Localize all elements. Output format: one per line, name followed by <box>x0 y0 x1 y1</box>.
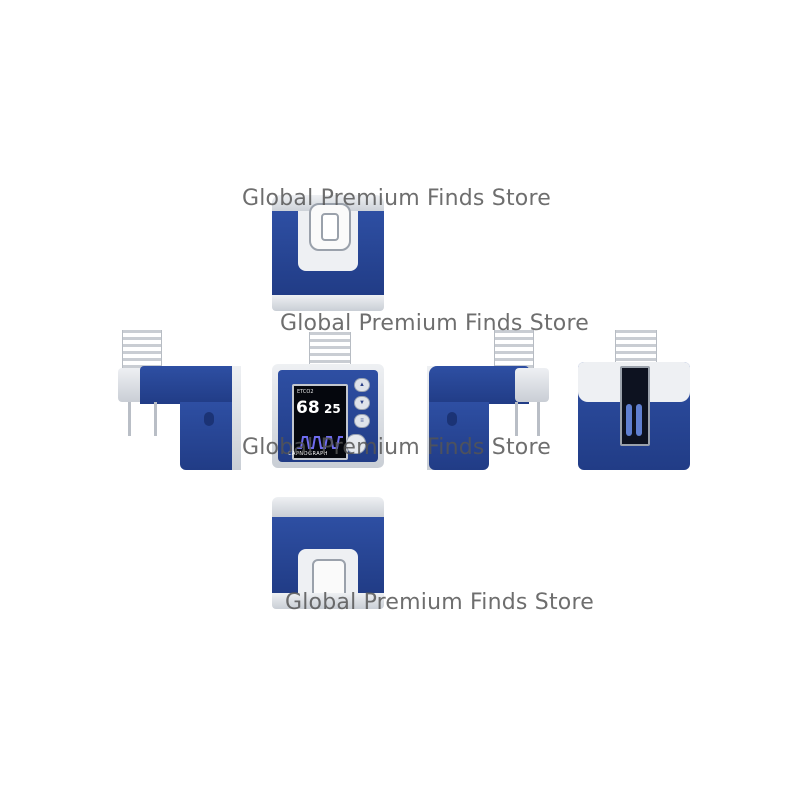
watermark-text: Global Premium Finds Store <box>285 590 594 615</box>
right-view-button <box>447 412 457 426</box>
watermark-text: Global Premium Finds Store <box>242 435 551 460</box>
left-view-cooling-fins <box>122 330 162 370</box>
left-view-pin-1 <box>128 402 131 436</box>
watermark-text: Global Premium Finds Store <box>280 311 589 336</box>
watermark-text: Global Premium Finds Store <box>242 186 551 211</box>
display-primary-value: 68 <box>296 398 320 418</box>
bottom-view-front-rim <box>272 593 384 609</box>
device-bottom-view <box>272 497 384 611</box>
left-view-pin-2 <box>154 402 157 436</box>
right-view-sensor-block <box>515 368 549 402</box>
menu-button[interactable]: ≡ <box>354 414 370 428</box>
display-waveform <box>297 436 343 449</box>
display-secondary-value: 25 <box>324 402 341 416</box>
top-view-front-rim <box>272 295 384 311</box>
left-view-side-strip <box>232 366 241 470</box>
front-view-face: ETCO2 68 25 ▲ ▼ ≡ CAPNOGRAPH <box>278 370 378 462</box>
device-top-view <box>272 195 384 313</box>
front-view-cooling-fins <box>309 332 351 366</box>
device-back-view <box>578 330 690 470</box>
device-front-view: ETCO2 68 25 ▲ ▼ ≡ CAPNOGRAPH <box>272 332 384 468</box>
power-button[interactable] <box>346 434 366 454</box>
right-view-pin-2 <box>537 402 540 436</box>
front-view-display: ETCO2 68 25 <box>292 384 348 460</box>
bottom-view-rear-rim <box>272 497 384 517</box>
right-view-pin-1 <box>515 402 518 436</box>
back-view-slot <box>620 366 650 446</box>
device-left-view <box>118 330 243 472</box>
right-view-top-arm <box>429 366 529 404</box>
top-view-sensor-port <box>309 203 351 251</box>
down-button[interactable]: ▼ <box>354 396 370 410</box>
left-view-button <box>204 412 214 426</box>
left-view-top-arm <box>140 366 240 404</box>
right-view-cooling-fins <box>494 330 534 368</box>
up-button[interactable]: ▲ <box>354 378 370 392</box>
right-view-body <box>429 402 489 470</box>
display-parameter-label: ETCO2 <box>297 389 314 395</box>
device-right-view <box>425 330 550 472</box>
device-brand-label: CAPNOGRAPH <box>288 451 328 457</box>
back-view-cooling-fins <box>615 330 657 364</box>
